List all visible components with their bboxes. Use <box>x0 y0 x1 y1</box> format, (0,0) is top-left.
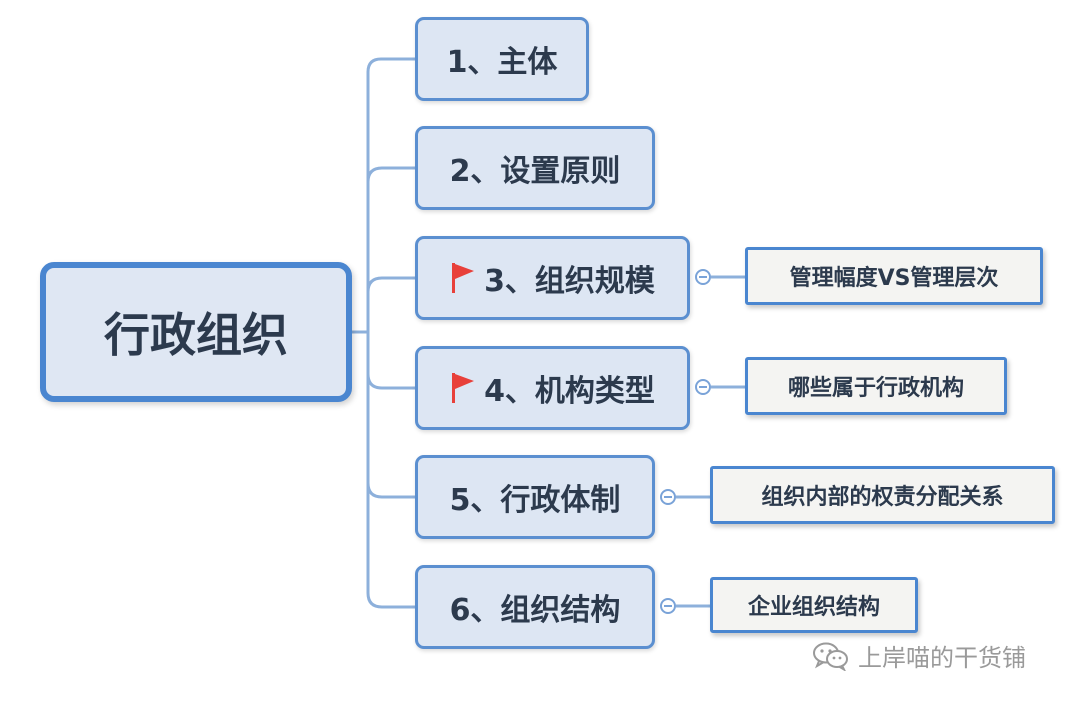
connector-trunk-1 <box>366 57 415 332</box>
collapse-icon[interactable] <box>695 269 711 285</box>
connector-trunk-2 <box>366 166 415 183</box>
leaf-label-6: 企业组织结构 <box>747 595 880 620</box>
branch-node-5[interactable]: 5、行政体制 <box>415 455 655 539</box>
leaf-node-4[interactable]: 哪些属于行政机构 <box>745 357 1007 415</box>
flag-icon <box>452 263 475 293</box>
branch-label-1: 1、主体 <box>446 45 558 80</box>
flag-icon <box>452 373 475 403</box>
leaf-label-4: 哪些属于行政机构 <box>787 376 964 401</box>
leaf-node-6[interactable]: 企业组织结构 <box>710 577 918 633</box>
root-node[interactable]: 行政组织 <box>40 262 352 402</box>
watermark-text: 上岸喵的干货铺 <box>858 644 1026 672</box>
connector-trunk-6 <box>366 332 415 609</box>
branch-node-1[interactable]: 1、主体 <box>415 17 589 101</box>
leaf-label-3: 管理幅度VS管理层次 <box>789 266 999 291</box>
branch-label-5: 5、行政体制 <box>449 483 621 518</box>
connector-trunk-4 <box>366 373 415 390</box>
root-label: 行政组织 <box>104 308 288 362</box>
watermark: 上岸喵的干货铺 <box>812 638 1026 673</box>
branch-label-2: 2、设置原则 <box>449 154 621 189</box>
leaf-node-5[interactable]: 组织内部的权责分配关系 <box>710 466 1055 524</box>
connector-trunk-5 <box>366 332 415 499</box>
connector-trunk-3 <box>366 276 415 293</box>
wechat-icon <box>813 642 848 671</box>
branch-label-6: 6、组织结构 <box>449 593 621 628</box>
leaf-node-3[interactable]: 管理幅度VS管理层次 <box>745 247 1043 305</box>
collapse-icon[interactable] <box>660 489 676 505</box>
collapse-icon[interactable] <box>660 598 676 614</box>
branch-label-4: 4、机构类型 <box>484 374 655 409</box>
collapse-icon[interactable] <box>695 379 711 395</box>
leaf-label-5: 组织内部的权责分配关系 <box>761 485 1004 510</box>
branch-label-3: 3、组织规模 <box>484 264 655 299</box>
branch-node-3[interactable]: 3、组织规模 <box>415 236 690 320</box>
branch-node-2[interactable]: 2、设置原则 <box>415 126 655 210</box>
branch-node-4[interactable]: 4、机构类型 <box>415 346 690 430</box>
branch-node-6[interactable]: 6、组织结构 <box>415 565 655 649</box>
